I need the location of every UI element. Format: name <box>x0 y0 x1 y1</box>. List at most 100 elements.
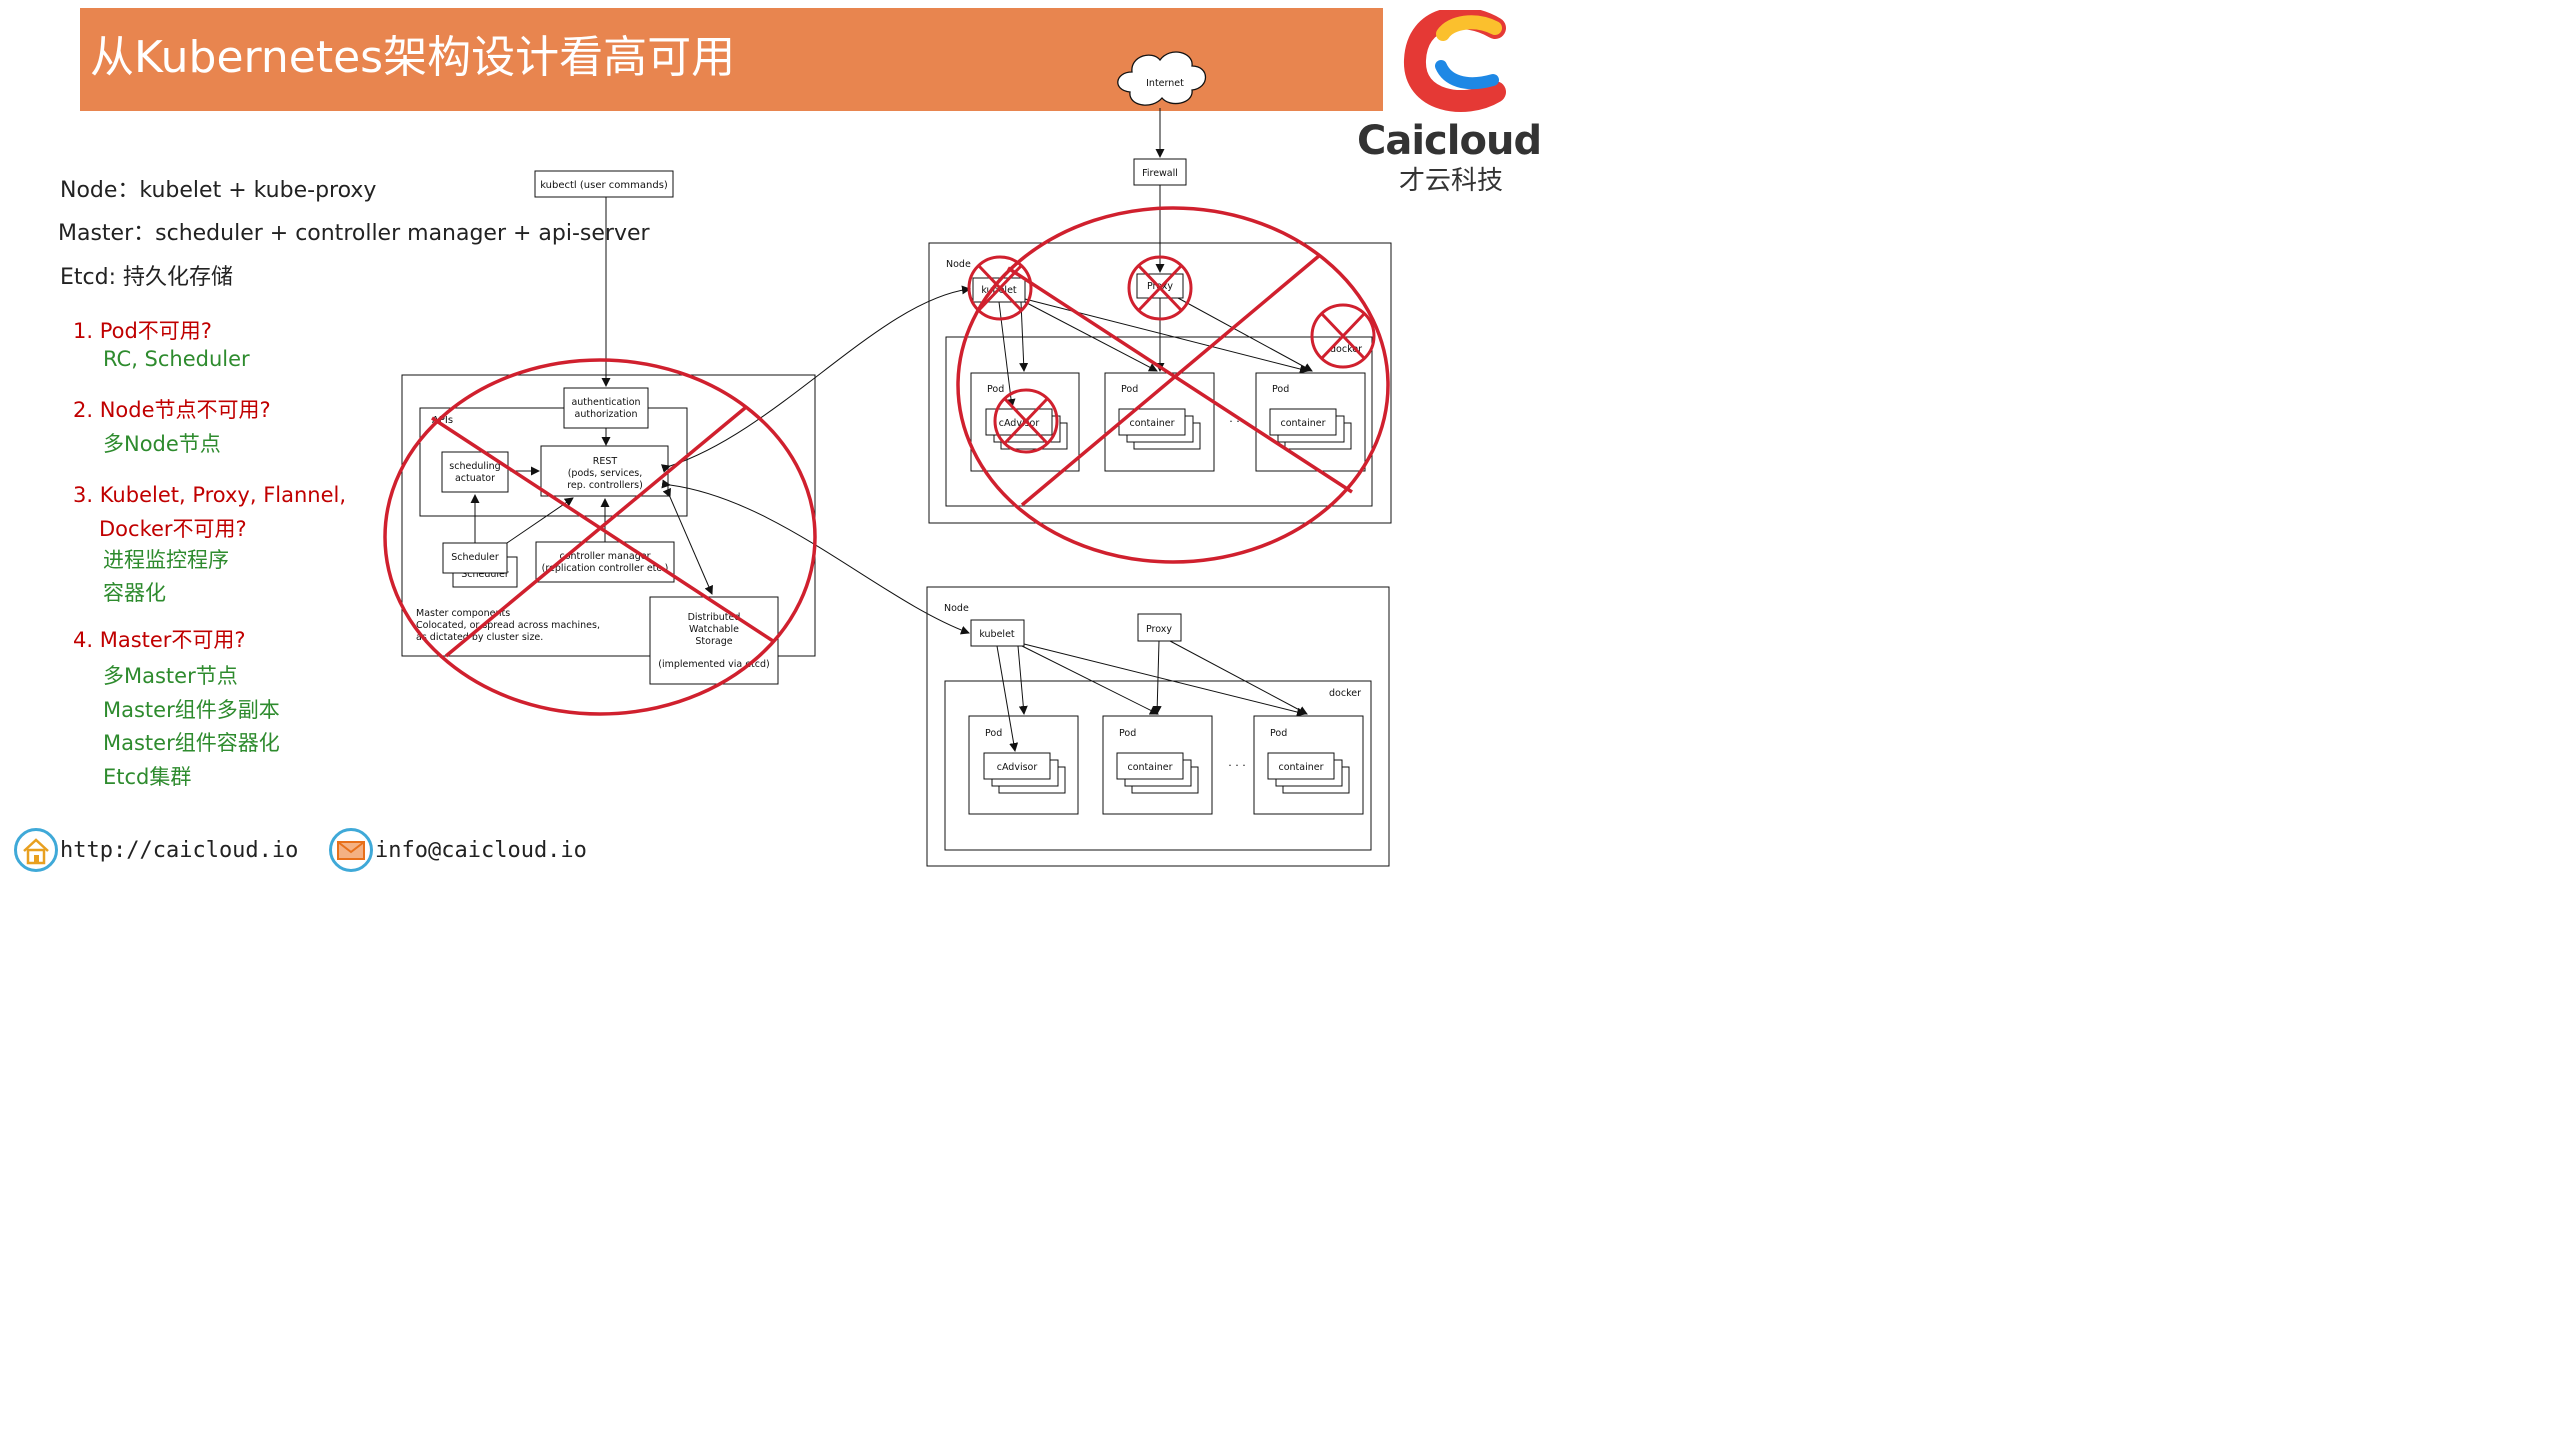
answer-containerize: 容器化 <box>103 581 166 605</box>
node-top-pod-2 <box>1104 372 1215 472</box>
node-bottom-kubelet-label: kubelet <box>979 629 1015 640</box>
node-top-container-2-label: container <box>1129 418 1174 429</box>
node-bottom-pod-1-label: Pod <box>985 728 1002 739</box>
node-top-pod-1 <box>970 372 1080 472</box>
node-top-pod-1-label: Pod <box>987 384 1004 395</box>
internet-label: Internet <box>1146 78 1184 89</box>
master-failure-circle <box>383 358 817 716</box>
caicloud-logo: Caicloud 才云科技 <box>1355 7 1559 196</box>
cadvisor-failure-icon <box>993 388 1059 454</box>
node-top-label: Node <box>946 259 971 270</box>
auth-label: authentication <box>571 397 640 408</box>
intro-master: Master：scheduler + controller manager + … <box>58 221 650 246</box>
storage-line-2: Watchable <box>689 624 739 635</box>
node-top-pod-2-label: Pod <box>1121 384 1138 395</box>
website-link[interactable]: http://caicloud.io <box>60 837 299 863</box>
node-bottom-pod-3 <box>1253 715 1364 815</box>
kubernetes-architecture-diagram: kubectl (user commands) APIs authenticat… <box>383 51 1392 867</box>
rest-line-1: (pods, services, <box>568 468 643 479</box>
firewall-label: Firewall <box>1142 168 1178 179</box>
master-cross-line-1 <box>431 416 774 643</box>
email-contact[interactable]: info@caicloud.io <box>329 828 587 872</box>
internet-cloud-icon <box>1117 51 1207 106</box>
scheduler-box <box>442 542 508 574</box>
node-bottom-proxy-label: Proxy <box>1146 624 1172 635</box>
apis-label: APIs <box>432 415 453 426</box>
node-bottom: Node kubelet Proxy docker Pod cAdvisor P… <box>926 586 1390 867</box>
question-pod: 1. Pod不可用? <box>73 319 212 343</box>
master-components-line-2: as dictated by cluster size. <box>416 632 543 643</box>
docker-failure-icon <box>1310 303 1376 369</box>
master-node-bottom-link <box>661 479 970 635</box>
node-bottom-container-2-box <box>1116 752 1184 780</box>
node-bottom-cadvisor-label: cAdvisor <box>997 762 1038 773</box>
logo-brand: Caicloud <box>1357 118 1542 164</box>
scheduling-label: scheduling <box>449 461 500 472</box>
logo-brand-cn: 才云科技 <box>1399 166 1504 196</box>
rest-title: REST <box>593 456 618 467</box>
storage-line-3: Storage <box>695 636 732 647</box>
email-link[interactable]: info@caicloud.io <box>375 837 587 863</box>
kubectl-box <box>534 170 674 198</box>
node-bottom-proxy-box <box>1137 613 1182 642</box>
node-bottom-container-3-box <box>1267 752 1335 780</box>
scheduling-actuator-box <box>441 451 509 493</box>
node-bottom-pod-3-label: Pod <box>1270 728 1287 739</box>
failure-marks <box>383 206 1390 716</box>
answer-master-containerized: Master组件容器化 <box>103 731 280 755</box>
scheduler-back-label: Scheduler <box>461 569 509 580</box>
node-top-container-3-box <box>1269 408 1337 436</box>
rest-line-2: rep. controllers) <box>567 480 643 491</box>
internet-section: Internet Firewall <box>1117 51 1207 273</box>
node-top-ellipsis: · · · <box>1229 415 1246 428</box>
master-cross-line-2 <box>444 406 747 658</box>
answer-node: 多Node节点 <box>103 432 221 456</box>
question-master: 4. Master不可用? <box>73 628 246 652</box>
master-section: kubectl (user commands) APIs authenticat… <box>401 170 816 685</box>
website-contact[interactable]: http://caicloud.io <box>14 828 298 872</box>
answer-master-replicas: Master组件多副本 <box>103 698 280 722</box>
node-top-proxy-box <box>1136 273 1184 299</box>
answer-multi-master: 多Master节点 <box>103 664 238 688</box>
node-top-docker-label: docker <box>1330 344 1362 355</box>
node-bottom-ellipsis: · · · <box>1228 759 1245 772</box>
question-docker: Docker不可用? <box>99 517 247 541</box>
answer-etcd-cluster: Etcd集群 <box>103 765 192 789</box>
controller-label: controller manager <box>559 551 650 562</box>
controller-sub-label: (replication controller etc.) <box>542 563 669 574</box>
question-kubelet: 3. Kubelet, Proxy, Flannel, <box>73 483 347 507</box>
storage-line-4: (implemented via etcd) <box>658 659 770 670</box>
node-bottom-container-3-label: container <box>1278 762 1323 773</box>
node-top-pod-3-label: Pod <box>1272 384 1289 395</box>
master-node-top-link <box>660 285 971 473</box>
node-bottom-pod-2 <box>1102 715 1213 815</box>
node-top-container-3-label: container <box>1280 418 1325 429</box>
authz-label: authorization <box>575 409 638 420</box>
question-node: 2. Node节点不可用? <box>73 398 271 422</box>
answer-process-monitor: 进程监控程序 <box>103 548 229 572</box>
node-bottom-pod-2-label: Pod <box>1119 728 1136 739</box>
page-title: 从Kubernetes架构设计看高可用 <box>90 32 736 83</box>
node-bottom-kubelet-box <box>970 619 1025 647</box>
node-failure-circle <box>956 206 1390 564</box>
auth-box <box>563 387 649 429</box>
node-bottom-pod-1 <box>968 715 1079 815</box>
node-top-cadvisor-label: cAdvisor <box>999 418 1040 429</box>
actuator-label: actuator <box>455 473 495 484</box>
kubectl-label: kubectl (user commands) <box>540 180 668 191</box>
mail-icon <box>329 828 373 872</box>
master-components-line-1: Colocated, or spread across machines, <box>416 620 600 631</box>
node-bottom-container-2-label: container <box>1127 762 1172 773</box>
node-bottom-label: Node <box>944 603 969 614</box>
firewall-box <box>1133 158 1187 186</box>
node-cross-line-2 <box>1020 253 1322 507</box>
node-bottom-cadvisor-box <box>983 752 1051 780</box>
logo-c-icon <box>1404 7 1506 113</box>
kubelet-failure-icon <box>967 255 1033 321</box>
home-icon <box>14 828 58 872</box>
proxy-failure-icon <box>1127 255 1193 321</box>
scheduler-label: Scheduler <box>451 552 499 563</box>
node-bottom-box <box>926 586 1390 867</box>
answer-pod: RC, Scheduler <box>103 347 250 371</box>
node-top-pod-3 <box>1255 372 1366 472</box>
